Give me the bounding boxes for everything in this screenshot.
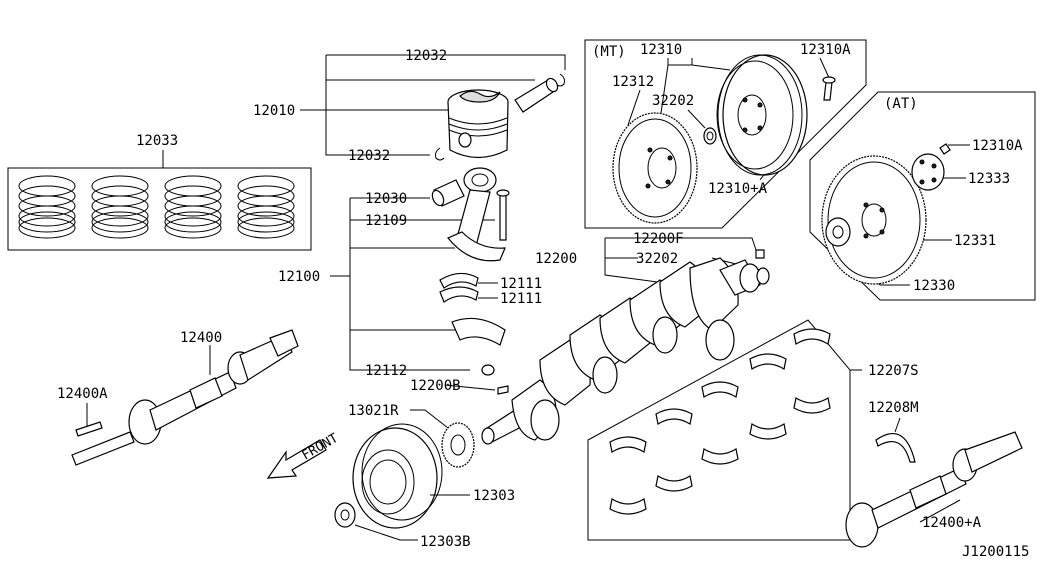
crankshaft-group: 12200 12200F 32202 12200B [410,231,770,445]
pulley-group: 13021R 12303 12303B [334,403,515,550]
ring-stack-icon [164,175,222,239]
label-12200: 12200 [535,251,577,267]
balancer-shaft-icon [845,431,1023,548]
balancer-shaft-right: 12400+A [845,431,1023,548]
spacer-icon [825,217,851,247]
label-13021r: 13021R [348,403,399,419]
label-12109: 12109 [365,213,407,229]
piston-ring-set: 12033 [7,133,312,251]
drive-plate-icon [821,155,927,285]
main-bearing-icon [749,423,787,440]
bushing-icon [431,179,465,207]
label-12312: 12312 [612,74,654,90]
ring-stack-icon [18,175,76,239]
main-bearing-icon [793,328,831,345]
ring-stack-icon [237,175,295,239]
crank-bushing-icon [756,267,770,285]
reinforcement-plate-icon [911,153,945,191]
label-12310a-mt: 12310A [800,42,851,58]
label-12310pa: 12310+A [708,181,768,197]
label-12303b: 12303B [420,534,471,550]
pulley-bolt-icon [334,502,356,528]
connecting-rod-group: 12030 12109 12100 12111 12111 12112 [278,167,542,379]
label-12330: 12330 [913,278,955,294]
piston-group: 12032 12010 12032 [253,48,566,164]
flywheel-bolt-icon [822,76,836,101]
label-12303: 12303 [473,488,515,504]
piston-pin-icon [514,77,559,113]
piston-icon [447,89,509,159]
main-bearing-icon [609,498,647,515]
label-12208m: 12208M [868,400,919,416]
sprocket-icon [441,422,475,468]
label-12010: 12010 [253,103,295,119]
rod-bearing-icon [439,272,479,303]
label-12200b: 12200B [410,378,461,394]
label-12310: 12310 [640,42,682,58]
label-12333: 12333 [968,171,1010,187]
label-12032-top: 12032 [405,48,447,64]
label-12112: 12112 [365,363,407,379]
label-12100: 12100 [278,269,320,285]
main-bearing-group: 12207S [587,319,919,541]
drive-plate-bolt-icon [939,143,951,155]
balancer-bolt-icon [75,421,103,437]
label-32202-mt: 32202 [652,93,694,109]
label-12030: 12030 [365,191,407,207]
balancer-shaft-icon [71,329,299,466]
label-12310a-at: 12310A [972,138,1023,154]
front-arrow: FRONT [266,431,342,479]
crank-pulley-icon [352,423,443,529]
label-12032-bottom: 12032 [348,148,390,164]
label-32202-crank: 32202 [636,251,678,267]
front-arrow-icon [266,439,327,479]
main-bearing-icon [609,436,647,453]
label-front: FRONT [300,431,342,464]
main-bearing-icon [655,408,693,425]
main-bearing-icon [701,448,739,465]
label-at: (AT) [884,96,918,112]
crankshaft-icon [481,257,761,445]
main-bearing-icon [655,475,693,492]
rod-bolt-icon [496,189,510,241]
at-driveplate-group: (AT) 12310A 12333 12331 12330 [809,91,1036,301]
main-bearing-icon [701,381,739,398]
main-bearing-icon [749,353,787,370]
mt-flywheel-group: (MT) 12310 12310A 12312 32202 12310+A [584,39,867,229]
label-12111-lower: 12111 [500,291,542,307]
snap-ring-icon [555,73,565,87]
rod-nut-icon [481,364,495,376]
label-12331: 12331 [954,233,996,249]
label-12400: 12400 [180,330,222,346]
thrust-washer-group: 12208M [868,400,919,463]
woodruff-key-icon [497,385,509,395]
rod-cap-icon [451,317,506,346]
label-12033: 12033 [136,133,178,149]
pilot-bearing-icon [703,127,717,145]
label-12207s: 12207S [868,363,919,379]
label-12111-upper: 12111 [500,276,542,292]
ring-stack-icon [91,175,149,239]
balancer-shaft-left: 12400 12400A [57,329,299,466]
label-mt: (MT) [592,44,626,60]
snap-ring-icon [435,147,445,161]
main-bearing-icon [793,397,831,414]
label-12400pa: 12400+A [922,515,982,531]
label-12200f: 12200F [633,231,684,247]
ring-gear-icon [612,112,698,224]
dowel-icon [755,249,765,259]
thrust-washer-icon [875,432,916,463]
connecting-rod-icon [447,167,506,262]
flywheel-icon [716,54,808,176]
label-12400a: 12400A [57,386,108,402]
diagram-code: J1200115 [962,544,1029,560]
